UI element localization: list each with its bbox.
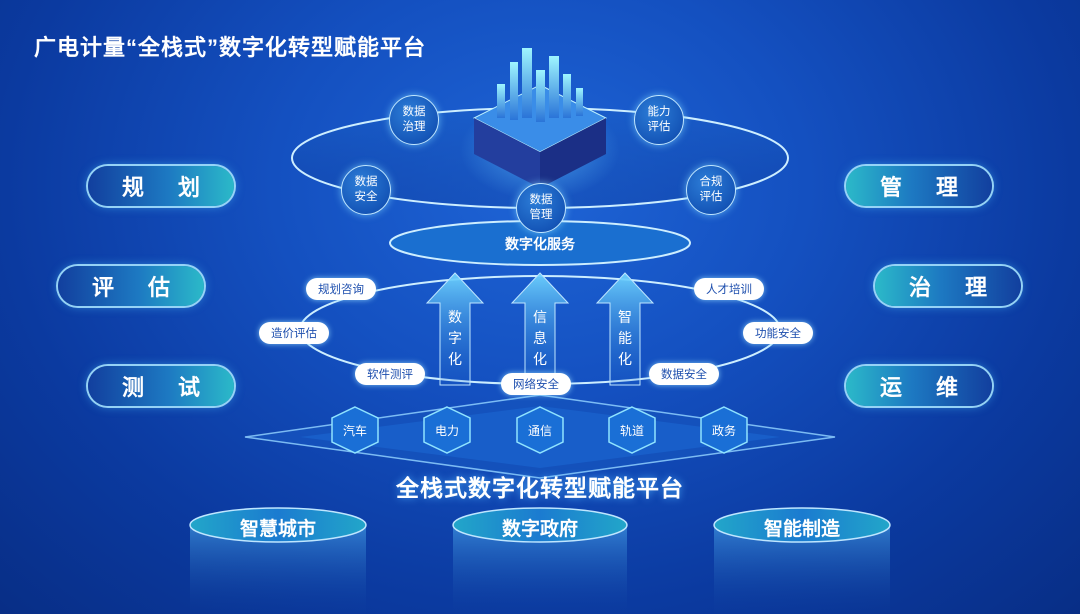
page-title: 广电计量“全栈式”数字化转型赋能平台	[34, 35, 427, 60]
bubble-capability-assessment: 能力 评估	[634, 95, 684, 145]
tag-data-security: 数据安全	[649, 363, 719, 385]
bubble-compliance-assessment: 合规 评估	[686, 165, 736, 215]
industry-hexagons	[331, 406, 748, 454]
tag-functional-safety: 功能安全	[743, 322, 813, 344]
pill-governance: 治 理	[875, 266, 1021, 306]
drum-label-digital-government: 数字政府	[501, 519, 578, 540]
hex-label-power: 电力	[434, 423, 459, 438]
arrow-label-informatization: 信 息 化	[533, 309, 547, 367]
hex-label-rail: 轨道	[619, 423, 644, 438]
service-label: 数字化服务	[505, 236, 575, 252]
pill-assessment: 评 估	[58, 266, 204, 306]
tag-cost-assessment: 造价评估	[259, 322, 329, 344]
upward-arrows	[425, 272, 655, 386]
city-block-graphic	[460, 48, 620, 200]
pill-testing: 测 试	[88, 366, 234, 406]
arrow-label-intelligentization: 智 能 化	[618, 309, 632, 367]
platform-title: 全栈式数字化转型赋能平台	[396, 475, 684, 501]
drum-label-smart-manufacturing: 智能制造	[763, 519, 840, 540]
pill-management: 管 理	[846, 166, 992, 206]
tag-planning-consulting: 规划咨询	[306, 278, 376, 300]
drums	[189, 507, 891, 614]
hex-label-telecom: 通信	[527, 423, 552, 438]
bubble-data-security: 数据 安全	[341, 165, 391, 215]
arrow-label-digitalization: 数 字 化	[448, 309, 462, 367]
bubble-data-management: 数据 管理	[516, 183, 566, 233]
hex-label-government-affairs: 政务	[711, 423, 736, 438]
bubble-data-governance: 数据 治理	[389, 95, 439, 145]
drum-label-smart-city: 智慧城市	[239, 519, 316, 540]
tag-network-security: 网络安全	[501, 373, 571, 395]
pill-operations: 运 维	[846, 366, 992, 406]
tag-talent-training: 人才培训	[694, 278, 764, 300]
hex-label-automotive: 汽车	[342, 423, 367, 438]
pill-planning: 规 划	[88, 166, 234, 206]
tag-software-testing: 软件测评	[355, 363, 425, 385]
